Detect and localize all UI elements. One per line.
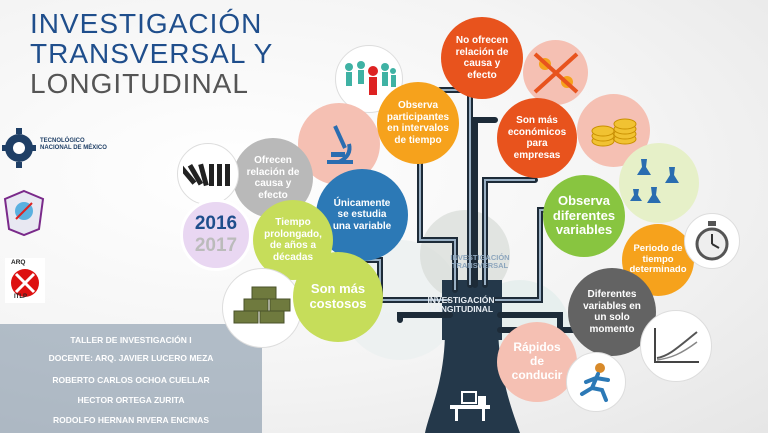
title-line-1: INVESTIGACIÓN — [30, 8, 263, 39]
observa-diferentes-text: Observa diferentes variables — [552, 192, 616, 238]
info-course: TALLER DE INVESTIGACIÓN I — [70, 335, 192, 345]
years-bubble: 2016 2017 — [180, 199, 252, 271]
flasks-icon — [630, 159, 679, 203]
unicamente-text: Únicamente se estudia una variable — [332, 197, 392, 232]
title-line-3: LONGITUDINAL — [30, 68, 249, 99]
tecnologico-gear-icon — [2, 128, 36, 168]
diferentes-variables-text: Diferentes variables en un solo momento — [583, 289, 641, 335]
year-bottom: 2017 — [194, 235, 238, 256]
info-student-1: ROBERTO CARLOS OCHOA CUELLAR — [52, 375, 210, 385]
tecnologico-label: TECNOLÓGICO NACIONAL DE MÉXICO — [40, 138, 107, 151]
money-icon — [233, 286, 291, 324]
son-mas-costosos-text: Son más costosos — [309, 281, 367, 311]
info-student-2: HECTOR ORTEGA ZURITA — [77, 395, 185, 405]
arq-shield-icon — [3, 189, 45, 237]
runner-icon — [580, 363, 610, 402]
economicos-text: Son más económicos para empresas — [507, 115, 567, 161]
observa-diferentes-bubble: Observa diferentes variables — [543, 175, 625, 257]
title-line-2: TRANSVERSAL Y — [30, 38, 273, 70]
rapidos-bubble: Rápidos de conducir — [497, 322, 577, 402]
stopwatch-bubble — [684, 213, 740, 269]
microscope-icon — [327, 125, 353, 164]
son-mas-costosos-bubble: Son más costosos — [293, 252, 383, 342]
economicos-bubble: Son más económicos para empresas — [497, 98, 577, 178]
line-graph-bubble — [640, 310, 712, 382]
observa-participantes-bubble: Observa participantes en intervalos de t… — [377, 82, 459, 164]
flasks-bubble — [619, 143, 699, 223]
line-graph-icon — [654, 328, 699, 363]
tiempo-prolongado-text: Tiempo prolongado, de años a décadas — [264, 217, 322, 263]
people-group-icon — [345, 61, 396, 95]
info-teacher: DOCENTE: ARQ. JAVIER LUCERO MEZA — [48, 353, 214, 363]
money-bubble — [222, 268, 302, 348]
runner-bubble — [566, 352, 626, 412]
itlp-logo-icon — [5, 258, 45, 303]
periodo-text: Periodo de tiempo determinado — [629, 242, 687, 276]
tiempo-prolongado-bubble: Tiempo prolongado, de años a décadas — [253, 200, 333, 280]
no-ofrecen-bubble: No ofrecen relación de causa y efecto — [441, 17, 523, 99]
observa-participantes-text: Observa participantes en intervalos de t… — [386, 100, 450, 146]
itlp-label: ITLP — [14, 294, 27, 300]
year-top: 2016 — [194, 213, 238, 235]
arq-small-label: ARQ — [11, 259, 26, 266]
dominoes-icon — [183, 163, 230, 187]
tree-label-transversal: INVESTIGACIÓN TRANSVERSAL — [450, 253, 510, 271]
tree-label-longitudinal: INVESTIGACIÓN LONGITUDINAL — [427, 295, 495, 315]
no-ofrecen-text: No ofrecen relación de causa y efecto — [455, 35, 509, 81]
cause-effect-icon — [533, 52, 578, 93]
title-transversal: TRANSVERSAL — [30, 38, 246, 69]
ofrecen-relacion-text: Ofrecen relación de causa y efecto — [246, 155, 300, 201]
info-panel: TALLER DE INVESTIGACIÓN I DOCENTE: ARQ. … — [0, 324, 262, 433]
dominoes-bubble — [177, 143, 239, 205]
rapidos-text: Rápidos de conducir — [511, 340, 563, 382]
cause-effect-bubble — [523, 40, 588, 105]
coins-icon — [591, 118, 636, 146]
stopwatch-icon — [695, 221, 729, 261]
title-y: Y — [253, 38, 274, 69]
info-student-3: RODOLFO HERNAN RIVERA ENCINAS — [53, 415, 209, 425]
